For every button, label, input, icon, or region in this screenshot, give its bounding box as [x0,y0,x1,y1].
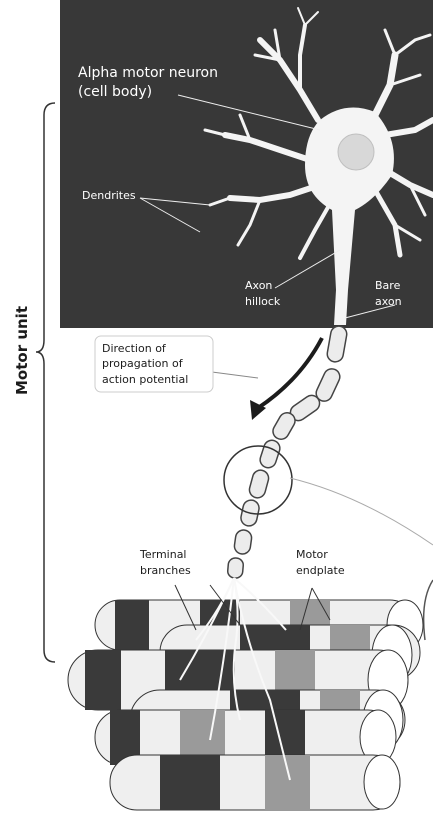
motor-endplate-label-line1: Motor [296,548,328,561]
terminal-branches-label-line2: branches [140,564,191,577]
bare-axon-label-line1: Bare [375,279,401,292]
terminal-branches-label-line1: Terminal [139,548,187,561]
muscle-fiber [110,755,400,810]
direction-label-line1: Direction of [102,342,167,355]
alpha-motor-neuron-label: Alpha motor neuron [78,65,218,81]
axon-hillock-label-line2: hillock [245,295,281,308]
motor-unit-label: Motor unit [13,306,31,395]
direction-label-line2: propagation of [102,357,184,370]
myelinated-axon [227,325,348,579]
axon-hillock-label-line1: Axon [245,279,272,292]
cell-body-label: (cell body) [78,84,152,100]
motor-endplate-label-line2: endplate [296,564,345,577]
dendrites-label: Dendrites [82,189,136,202]
bare-axon-label-line2: axon [375,295,402,308]
direction-label-line3: action potential [102,373,188,386]
nucleus [338,134,374,170]
motor-unit-bracket [36,103,55,662]
